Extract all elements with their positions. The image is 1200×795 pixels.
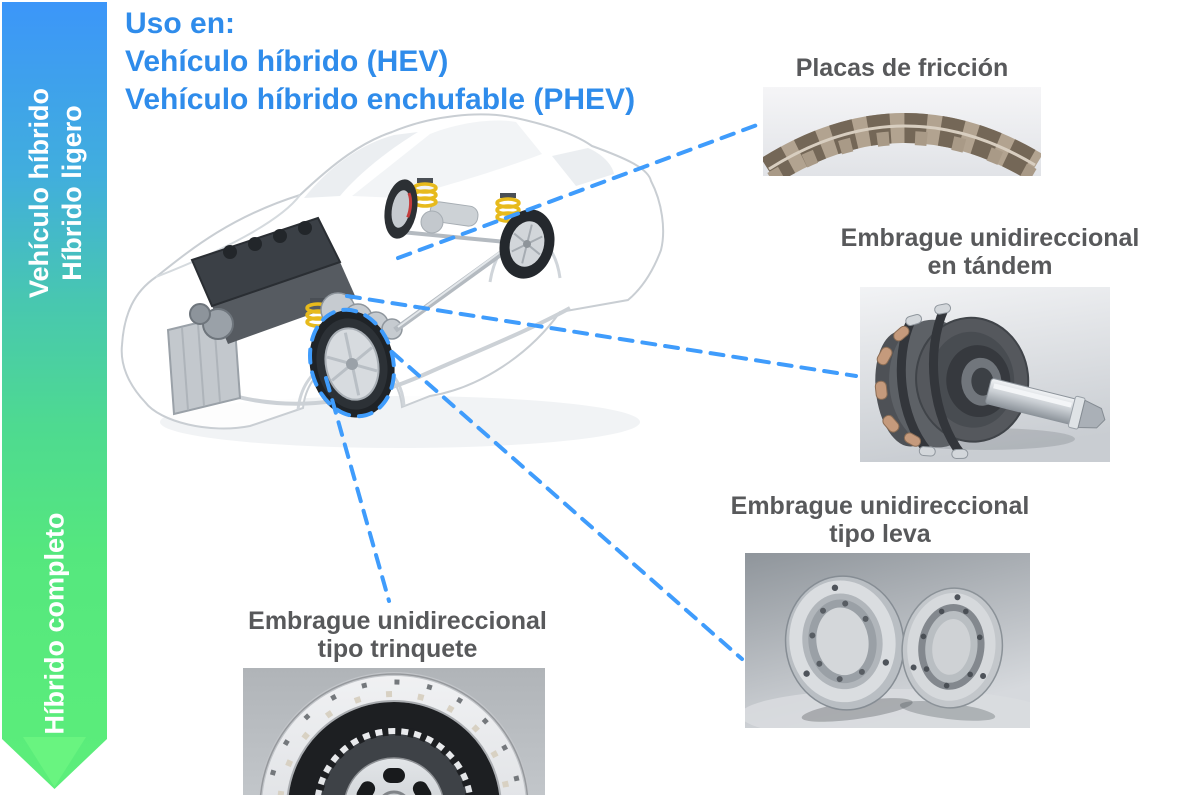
callout-label-line2: en tándem <box>927 252 1053 280</box>
callout-label-ratchet-clutch: Embrague unidireccional tipo trinquete <box>230 607 565 663</box>
callout-label-tandem-clutch: Embrague unidireccional en tándem <box>818 224 1162 280</box>
page-title: Uso en: Vehículo híbrido (HEV) Vehículo … <box>125 5 635 119</box>
title-line-hev: Vehículo híbrido (HEV) <box>125 45 449 78</box>
car-cutaway-illustration <box>120 113 665 448</box>
tandem-clutch-image <box>860 287 1110 462</box>
callout-label-line1: Embrague unidireccional <box>840 224 1140 252</box>
banner-label-mild-hybrid: Vehículo híbrido Híbrido ligero <box>23 38 89 348</box>
callout-label-line2: tipo trinquete <box>317 635 478 663</box>
callout-label-line2: tipo leva <box>829 520 931 548</box>
callout-label-cam-clutch: Embrague unidireccional tipo leva <box>715 492 1045 548</box>
title-line-uso-en: Uso en: <box>125 7 236 40</box>
hybrid-range-banner <box>2 2 107 789</box>
cam-clutch-image <box>745 553 1030 728</box>
callout-label-line1: Placas de fricción <box>795 54 1009 82</box>
callout-label-line1: Embrague unidireccional <box>248 607 547 635</box>
title-line-phev: Vehículo híbrido enchufable (PHEV) <box>125 83 636 116</box>
banner-label-line2: Híbrido ligero <box>57 105 87 281</box>
ratchet-clutch-image <box>243 668 545 795</box>
callout-label-line1: Embrague unidireccional <box>730 492 1030 520</box>
banner-label-line1: Vehículo híbrido <box>24 88 54 299</box>
banner-label-line1: Híbrido completo <box>39 512 70 735</box>
banner-label-full-hybrid: Híbrido completo <box>39 504 72 744</box>
callout-label-friction-plates: Placas de fricción <box>763 54 1041 82</box>
friction-plates-image <box>763 87 1041 176</box>
